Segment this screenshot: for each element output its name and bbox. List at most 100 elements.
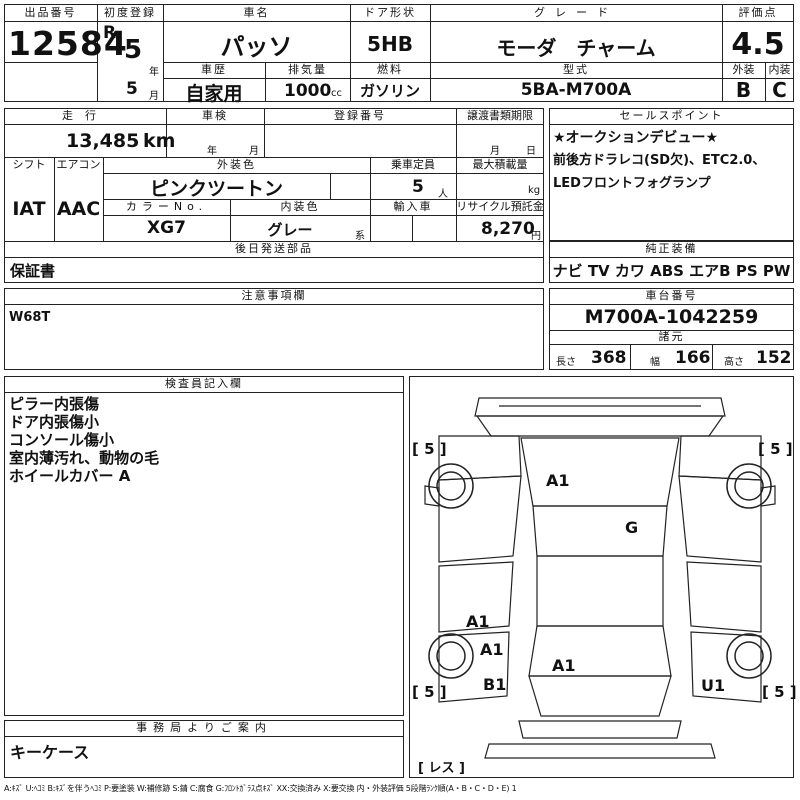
interior-grade: C bbox=[772, 78, 787, 102]
interior-label: 内装 bbox=[768, 63, 791, 76]
chassis-block bbox=[549, 288, 794, 370]
width-value: 166 bbox=[675, 348, 711, 368]
mileage: 13,485 bbox=[66, 130, 140, 152]
car-name-label: 車名 bbox=[243, 6, 270, 19]
legend: A:ｷｽﾞ U:ﾍｺﾐ B:ｷｽﾞを伴うﾍｺﾐ P:要塗装 W:補修跡 S:錆 … bbox=[4, 784, 517, 793]
door-label: ドア形状 bbox=[364, 6, 416, 19]
maxload-label: 最大積載量 bbox=[472, 158, 528, 171]
color-label: 外装色 bbox=[217, 158, 256, 171]
history: 自家用 bbox=[185, 83, 243, 105]
recycle-label: リサイクル預託金 bbox=[456, 200, 544, 213]
car-diagram-panel bbox=[409, 376, 794, 778]
height-value: 152 bbox=[756, 348, 792, 368]
office-block bbox=[4, 720, 404, 778]
model-label: 型式 bbox=[563, 63, 589, 76]
later-label: 後日発送部品 bbox=[235, 242, 313, 255]
displacement: 1000 bbox=[284, 81, 332, 101]
tire-rl-depth: [ 5 ] bbox=[412, 683, 447, 701]
office-text: キーケース bbox=[10, 743, 90, 762]
inspection-label: 車検 bbox=[202, 109, 228, 122]
tire-front-right bbox=[726, 463, 772, 509]
damage-mark-right: U1 bbox=[701, 676, 726, 695]
damage-mark-left-3: B1 bbox=[483, 675, 507, 694]
inspector-label: 検査員記入欄 bbox=[165, 377, 243, 390]
interior-color: グレー bbox=[267, 221, 313, 239]
recycle-fee: 8,270 bbox=[481, 219, 535, 239]
ac-label: エアコン bbox=[56, 158, 101, 171]
fuel: ガソリン bbox=[359, 82, 420, 100]
inspector-line-3: コンソール傷小 bbox=[9, 431, 115, 449]
displacement-label: 排気量 bbox=[288, 63, 327, 76]
maxload-unit: kg bbox=[528, 185, 541, 196]
score-label: 評価点 bbox=[738, 6, 778, 19]
later-parts: 保証書 bbox=[10, 262, 56, 280]
car-diagram bbox=[424, 397, 776, 759]
import-label: 輸入車 bbox=[393, 200, 433, 213]
inspector-line-1: ピラー内張傷 bbox=[9, 395, 100, 413]
chassis-label: 車台番号 bbox=[645, 289, 698, 302]
damage-mark-glass: G bbox=[625, 518, 639, 537]
model: 5BA-M700A bbox=[520, 80, 632, 100]
width-label: 幅 bbox=[650, 357, 660, 368]
regno-label: 登録番号 bbox=[334, 109, 386, 122]
intcolor-label: 内装色 bbox=[280, 200, 320, 213]
length-value: 368 bbox=[591, 348, 627, 368]
transfer-day-unit: 日 bbox=[526, 146, 536, 157]
equipment-items: ナビ TV カワ ABS エアB PS PW bbox=[552, 262, 791, 280]
month-unit: 月 bbox=[149, 91, 159, 102]
reg-year: 5 bbox=[124, 35, 143, 65]
history-label: 車歴 bbox=[201, 63, 227, 76]
tire-front-left bbox=[428, 463, 474, 509]
notes-text: W68T bbox=[9, 310, 51, 325]
length-label: 長さ bbox=[556, 357, 576, 368]
header-block bbox=[4, 4, 794, 102]
equipment-label: 純正装備 bbox=[645, 242, 698, 255]
intcolor-unit: 系 bbox=[355, 231, 365, 242]
shift: IAT bbox=[12, 198, 46, 220]
office-label: 事務局よりご案内 bbox=[136, 721, 272, 734]
notes-label: 注意事項欄 bbox=[241, 289, 307, 302]
sales-point-block bbox=[549, 108, 794, 241]
reg-month: 5 bbox=[126, 79, 138, 99]
color-number: XG7 bbox=[147, 218, 186, 238]
tire-rear-right bbox=[726, 633, 772, 679]
transfer-label: 譲渡書類期限 bbox=[467, 109, 533, 122]
seats-label: 乗車定員 bbox=[391, 158, 435, 171]
sales-point-label: セールスポイント bbox=[619, 109, 724, 122]
score: 4.5 bbox=[731, 27, 785, 62]
aircon: AAC bbox=[56, 198, 101, 220]
shift-label: シフト bbox=[12, 158, 46, 171]
insp-month-unit: 月 bbox=[249, 146, 259, 157]
transfer-month-unit: 月 bbox=[490, 146, 500, 157]
mileage-unit: km bbox=[143, 130, 176, 152]
chassis-number: M700A-1042259 bbox=[584, 306, 759, 328]
inspector-line-5: ホイールカバー A bbox=[9, 467, 131, 485]
tire-fl-depth: [ 5 ] bbox=[412, 440, 447, 458]
damage-mark-left-2: A1 bbox=[480, 640, 504, 659]
inspector-block bbox=[4, 376, 404, 716]
exterior-grade: B bbox=[735, 78, 752, 102]
year-unit: 年 bbox=[149, 67, 159, 78]
displacement-unit: cc bbox=[331, 88, 342, 99]
tire-rear-left bbox=[428, 633, 474, 679]
car-name: パッソ bbox=[220, 33, 293, 61]
mileage-label: 走行 bbox=[62, 109, 108, 122]
equipment-block bbox=[549, 241, 794, 283]
height-label: 高さ bbox=[724, 357, 744, 368]
colorno-label: カラーNo. bbox=[125, 200, 208, 213]
damage-mark-roof: A1 bbox=[546, 471, 570, 490]
lot-no-label: 出品番号 bbox=[24, 6, 77, 19]
damage-mark-left-1: A1 bbox=[466, 612, 490, 631]
exterior-label: 外装 bbox=[732, 63, 755, 76]
spare-tire: [ レス ] bbox=[418, 761, 465, 776]
inspector-line-4: 室内薄汚れ、動物の毛 bbox=[9, 449, 160, 467]
exterior-color: ピンクツートン bbox=[149, 178, 283, 200]
grade: モーダ チャーム bbox=[496, 36, 656, 60]
recycle-unit: 円 bbox=[531, 231, 541, 242]
lot-no: 12584 bbox=[8, 24, 128, 63]
inspector-line-2: ドア内張傷小 bbox=[9, 413, 100, 431]
fuel-label: 燃料 bbox=[377, 63, 403, 76]
dims-label: 諸元 bbox=[658, 330, 685, 343]
sales-line-3: LEDフロントフォグランプ bbox=[553, 176, 711, 191]
door-type: 5HB bbox=[367, 32, 413, 56]
